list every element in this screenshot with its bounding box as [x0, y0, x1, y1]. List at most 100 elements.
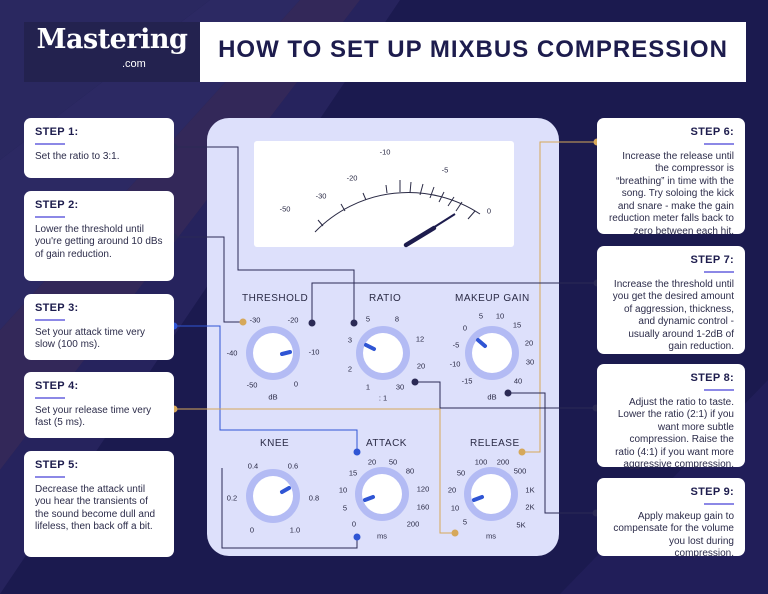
knob-label-release: RELEASE: [470, 438, 520, 449]
knob-tick: 20: [524, 338, 534, 348]
knob-tick: -10: [308, 347, 320, 357]
step-text: Increase the threshold until you get the…: [612, 278, 734, 353]
knob-tick: 2: [347, 364, 353, 374]
step-text: Set your release time very fast (5 ms).: [35, 404, 152, 429]
knob-tick: 0.8: [308, 493, 320, 503]
knob-unit: : 1: [378, 393, 388, 403]
step-divider: [35, 476, 65, 478]
knob-label-threshold: THRESHOLD: [242, 293, 309, 304]
knob-tick: 2K: [525, 502, 535, 512]
knob-tick: 8: [394, 314, 400, 324]
step-card-1: STEP 1: Set the ratio to 3:1.: [24, 118, 174, 178]
knob-tick: 0: [293, 379, 299, 389]
meter-scale-label: -50: [279, 204, 291, 214]
step-text: Decrease the attack until you hear the t…: [35, 483, 156, 533]
knob-unit: dB: [487, 392, 497, 402]
knob-tick: -20: [287, 315, 299, 325]
knob-label-knee: KNEE: [260, 438, 290, 449]
knob-tick: 0.4: [247, 461, 259, 471]
step-label: STEP 8:: [690, 372, 734, 384]
knob-tick: 20: [367, 457, 377, 467]
step-text: Adjust the ratio to taste. Lower the rat…: [615, 396, 734, 471]
step-label: STEP 3:: [35, 302, 79, 314]
knob-tick: 0: [462, 323, 468, 333]
knob-tick: 200: [496, 457, 510, 467]
knob-unit: dB: [268, 392, 278, 402]
knob-tick: 30: [395, 382, 405, 392]
step-label: STEP 6:: [690, 126, 734, 138]
knob-tick: -40: [226, 348, 238, 358]
meter-scale-label: -20: [346, 173, 358, 183]
knob-label-attack: ATTACK: [366, 438, 407, 449]
gain-reduction-meter: [254, 141, 514, 247]
knob-label-makeup-gain: MAKEUP GAIN: [455, 293, 530, 304]
title-banner: [200, 22, 746, 82]
step-divider: [704, 389, 734, 391]
knob-tick: 80: [405, 466, 415, 476]
step-text: Increase the release until the compresso…: [608, 150, 734, 237]
meter-scale-label: -10: [379, 147, 391, 157]
knob-tick: 200: [406, 519, 420, 529]
logo-block: [24, 22, 200, 82]
knob-tick: 12: [415, 334, 425, 344]
logo-suffix: .com: [122, 58, 146, 70]
knob-tick: -15: [461, 376, 473, 386]
step-card-2: STEP 2: Lower the threshold until you're…: [24, 191, 174, 281]
step-label: STEP 5:: [35, 459, 79, 471]
step-card-9: STEP 9: Apply makeup gain to compensate …: [597, 478, 745, 559]
knob-tick: 160: [416, 502, 430, 512]
step-divider: [35, 143, 65, 145]
knob-tick: -10: [449, 359, 461, 369]
knob-tick: 100: [474, 457, 488, 467]
knob-tick: 0.6: [287, 461, 299, 471]
step-divider: [35, 319, 65, 321]
step-divider: [35, 397, 65, 399]
knob-tick: 10: [338, 485, 348, 495]
step-divider: [704, 503, 734, 505]
knob-tick: 10: [450, 503, 460, 513]
step-label: STEP 9:: [690, 486, 734, 498]
knob-tick: 40: [513, 376, 523, 386]
logo-wordmark: Mastering: [36, 24, 188, 55]
step-card-5: STEP 5: Decrease the attack until you he…: [24, 451, 174, 557]
step-card-6: STEP 6: Increase the release until the c…: [597, 118, 745, 237]
knob-tick: 20: [447, 485, 457, 495]
step-card-3: STEP 3: Set your attack time very slow (…: [24, 294, 174, 360]
meter-scale-label: -5: [441, 165, 449, 175]
knob-tick: 5: [462, 517, 468, 527]
knob-tick: 50: [388, 457, 398, 467]
knob-tick: 5: [365, 314, 371, 324]
knob-tick: 15: [348, 468, 358, 478]
knob-tick: 120: [416, 484, 430, 494]
knob-tick: 500: [513, 466, 527, 476]
knob-tick: 5K: [516, 520, 526, 530]
step-card-8: STEP 8: Adjust the ratio to taste. Lower…: [597, 364, 745, 470]
knob-unit: ms: [486, 531, 496, 541]
knob-tick: -30: [249, 315, 261, 325]
step-text: Set your attack time very slow (100 ms).: [35, 326, 146, 351]
knob-tick: 10: [495, 311, 505, 321]
step-divider: [704, 271, 734, 273]
step-card-4: STEP 4: Set your release time very fast …: [24, 372, 174, 438]
knob-tick: 1.0: [289, 525, 301, 535]
knob-tick: 20: [416, 361, 426, 371]
knob-tick: 1K: [525, 485, 535, 495]
step-divider: [35, 216, 65, 218]
knob-tick: 3: [347, 335, 353, 345]
step-label: STEP 4:: [35, 380, 79, 392]
knob-tick: -50: [246, 380, 258, 390]
knob-tick: 1: [365, 382, 371, 392]
knob-tick: 15: [512, 320, 522, 330]
knob-tick: 0.2: [226, 493, 238, 503]
page-title: HOW TO SET UP MIXBUS COMPRESSION: [218, 36, 728, 63]
step-label: STEP 7:: [690, 254, 734, 266]
step-text: Lower the threshold until you're getting…: [35, 223, 163, 260]
step-text: Apply makeup gain to compensate for the …: [613, 510, 734, 560]
meter-scale-label: -30: [315, 191, 327, 201]
knob-tick: 0: [351, 519, 357, 529]
step-text: Set the ratio to 3:1.: [35, 150, 120, 162]
knob-tick: 5: [342, 503, 348, 513]
knob-tick: -5: [452, 340, 460, 350]
knob-tick: 5: [478, 311, 484, 321]
